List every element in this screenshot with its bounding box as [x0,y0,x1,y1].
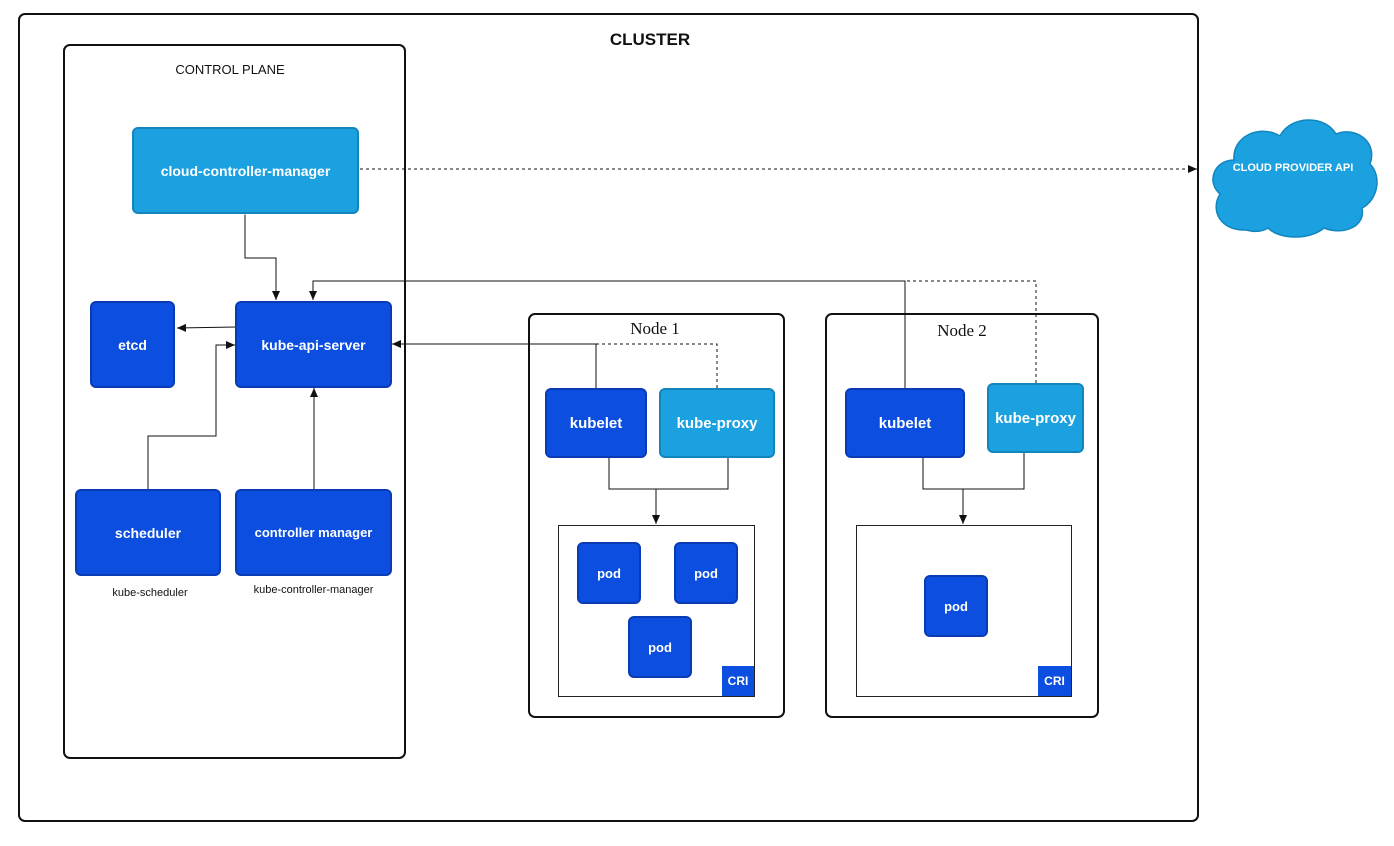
scheduler-box: scheduler [75,489,221,576]
controller-manager-caption: kube-controller-manager [253,584,374,596]
control-plane-title: CONTROL PLANE [175,62,285,77]
node1-kubelet-box: kubelet [545,388,647,458]
ccm-api-line [241,206,280,300]
node2-kubelet-box: kubelet [845,388,965,458]
node2-title: Node 2 [937,321,987,340]
cloud-controller-manager-box: cloud-controller-manager [132,127,359,214]
node1-proxy-api-line [596,343,718,388]
node2-cri-badge: CRI [1038,666,1071,696]
node1-merge-line [608,458,729,490]
node2-proxy-api-line [905,280,1037,383]
node1-kubelet-api-line [392,340,597,388]
node2-pod-1: pod [924,575,988,637]
node2-kube-proxy-box: kube-proxy [987,383,1084,453]
node1-title: Node 1 [630,319,680,338]
scheduler-caption: kube-scheduler [112,587,188,599]
node1-pod-3: pod [628,616,692,678]
kube-api-server-box: kube-api-server [235,301,392,388]
controller-manager-box: controller manager [235,489,392,576]
node1-pod-2: pod [674,542,738,604]
node1-pod-1: pod [577,542,641,604]
node1-cri-badge: CRI [722,666,754,696]
cloud-provider-icon [1212,119,1378,238]
api-etcd-line [176,323,237,332]
cloud-provider-label: CLOUD PROVIDER API [1232,162,1354,174]
etcd-box: etcd [90,301,175,388]
node2-merge-line [922,453,1025,490]
scheduler-api-line [147,341,235,489]
node2-kubelet-api-line [309,280,906,388]
node1-kube-proxy-box: kube-proxy [659,388,775,458]
cluster-title: CLUSTER [609,30,691,49]
